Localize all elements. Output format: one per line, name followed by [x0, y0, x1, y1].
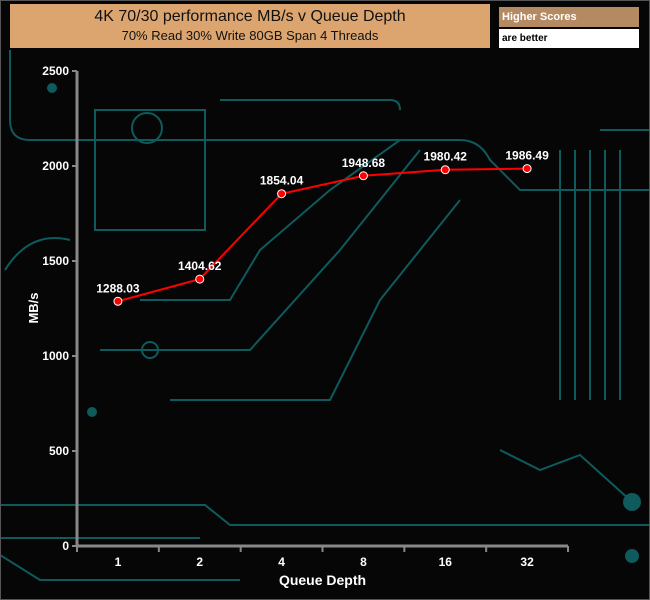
x-tick-label: 2	[196, 555, 203, 569]
data-point	[522, 164, 532, 174]
data-label: 1986.49	[505, 149, 549, 163]
x-tick-label: 1	[115, 555, 122, 569]
data-label: 1948.68	[342, 156, 386, 170]
data-point	[440, 165, 450, 175]
chart-subtitle: 70% Read 30% Write 80GB Span 4 Threads	[121, 28, 379, 43]
y-tick-label: 1000	[42, 349, 69, 363]
y-tick-label: 2500	[42, 64, 69, 78]
y-tick-label: 2000	[42, 159, 69, 173]
data-point	[358, 171, 368, 181]
are-better-label: are better	[499, 29, 639, 48]
series-line	[117, 167, 528, 303]
data-label: 1854.04	[260, 174, 304, 188]
data-point	[195, 274, 205, 284]
x-tick-label: 16	[439, 555, 453, 569]
x-tick-label: 8	[360, 555, 367, 569]
data-point	[277, 189, 287, 199]
data-label: 1980.42	[424, 150, 468, 164]
x-tick-label: 32	[520, 555, 534, 569]
title-box: 4K 70/30 performance MB/s v Queue Depth …	[10, 4, 490, 48]
y-tick-label: 500	[49, 444, 69, 458]
y-axis-title: MB/s	[26, 292, 41, 323]
higher-scores-label: Higher Scores	[499, 7, 639, 27]
data-label: 1404.62	[178, 259, 222, 273]
y-tick-label: 0	[62, 539, 69, 553]
data-label: 1288.03	[96, 281, 140, 295]
data-point	[113, 296, 123, 306]
x-tick-label: 4	[278, 555, 285, 569]
chart-title: 4K 70/30 performance MB/s v Queue Depth	[94, 8, 406, 25]
y-tick-label: 1500	[42, 254, 69, 268]
x-axis-title: Queue Depth	[279, 572, 366, 588]
